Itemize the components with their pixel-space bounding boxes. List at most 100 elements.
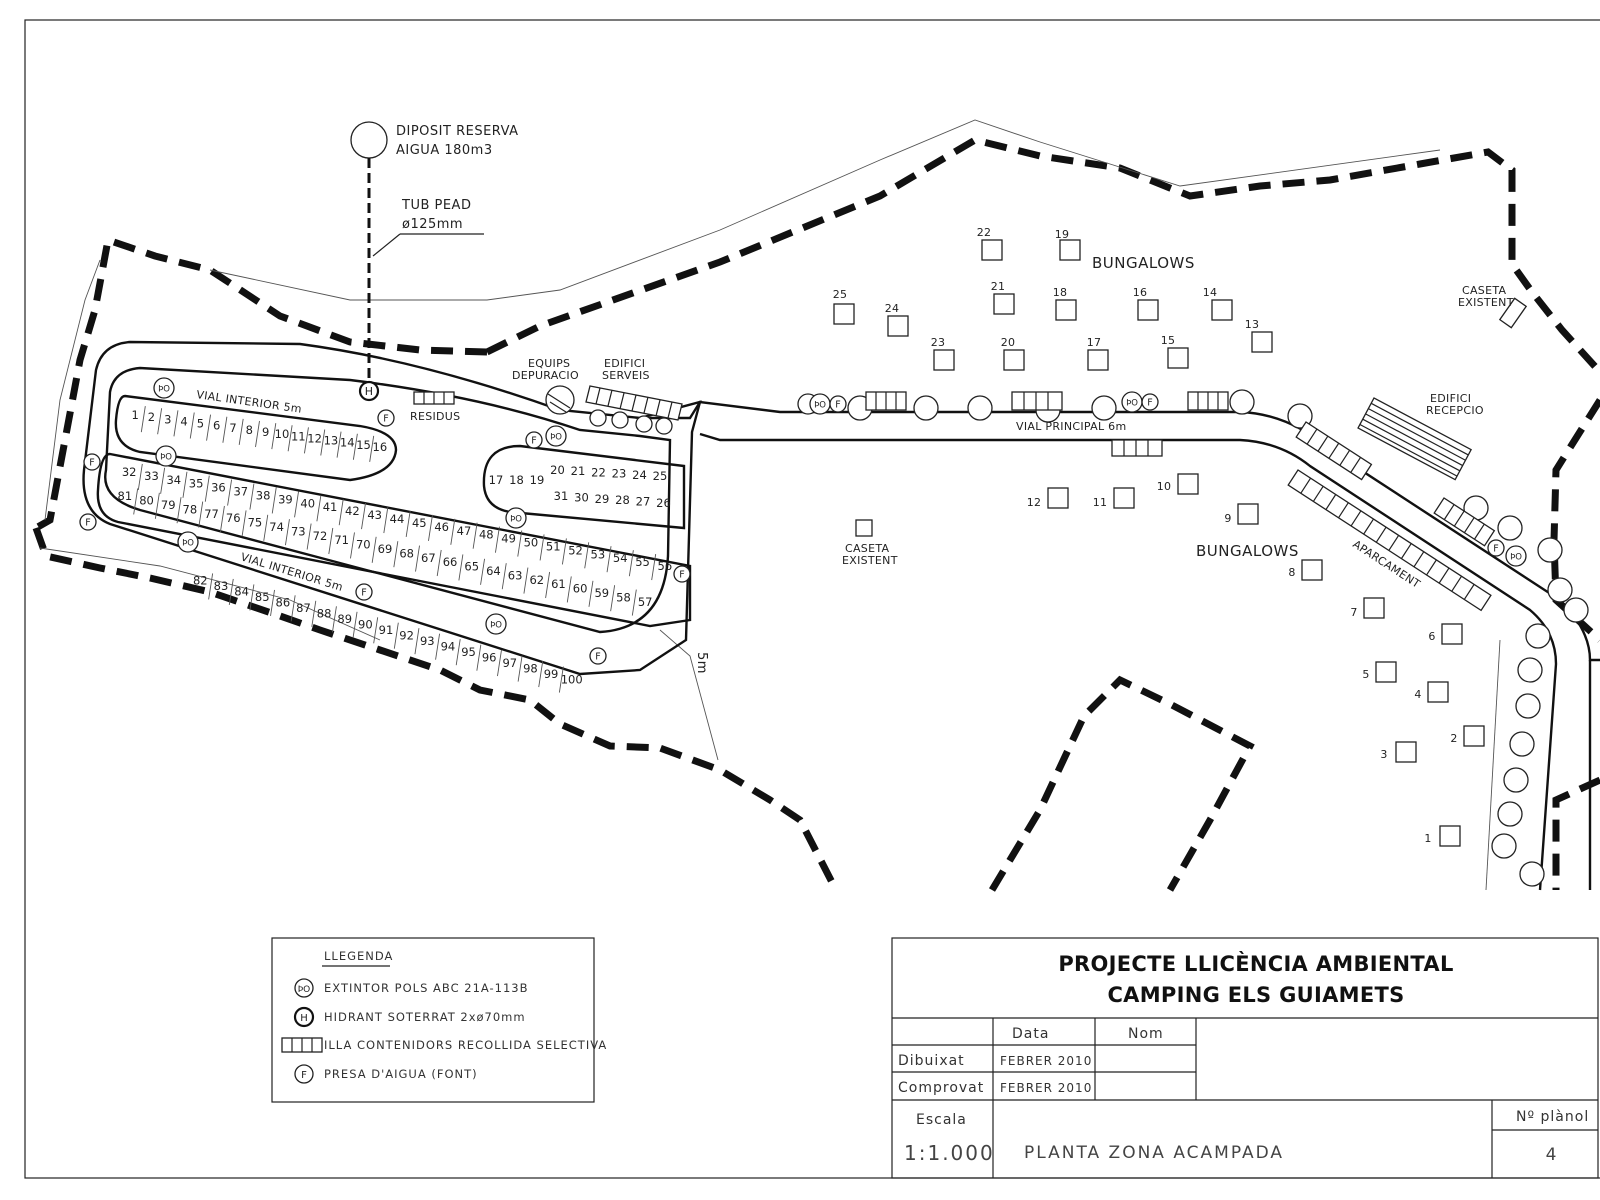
- pitch-divider: [494, 526, 500, 553]
- pitch-number: 87: [296, 601, 311, 615]
- bungalow-number: 18: [1053, 286, 1068, 299]
- pitch-number: 56: [658, 559, 673, 573]
- pitch-divider: [222, 416, 228, 443]
- pitch-number: 95: [461, 645, 476, 659]
- pitch-divider: [328, 527, 334, 555]
- legend-title: LLEGENDA: [324, 949, 393, 963]
- bungalow-plot: [1137, 299, 1159, 321]
- pitch-number: 40: [300, 496, 315, 510]
- pitch-number: 69: [378, 542, 393, 556]
- extinguisher-icon: ÞO: [1121, 391, 1143, 413]
- pitch-number: 2: [148, 410, 155, 424]
- pitch-number: 42: [345, 504, 360, 518]
- tree-icon: [1229, 389, 1255, 415]
- pitch-number: 85: [255, 590, 270, 604]
- bungalow-plot: [1177, 473, 1199, 495]
- label-existent-mid: EXISTENT: [842, 554, 898, 567]
- legend-tap-symbol: F: [301, 1070, 307, 1081]
- pitch-divider: [414, 628, 420, 655]
- pitch-divider: [331, 606, 337, 633]
- pitch-number: 80: [139, 494, 154, 508]
- pitch-divider: [284, 519, 290, 546]
- pitch-number: 26: [656, 496, 671, 510]
- extinguisher-icon: ÞO: [155, 445, 177, 467]
- bungalow-plot: [933, 349, 955, 371]
- tap-symbol: F: [383, 414, 388, 425]
- col-nom: Nom: [1128, 1026, 1164, 1042]
- bungalow-number: 20: [1001, 336, 1016, 349]
- pitch-number: 8: [246, 423, 253, 437]
- property-boundary-south: [32, 526, 840, 892]
- pitch-divider: [371, 536, 377, 563]
- container-island-icon: [1187, 391, 1229, 411]
- pitch-divider: [472, 522, 478, 549]
- pitch-divider: [606, 546, 612, 573]
- pitch-number: 47: [457, 524, 472, 538]
- hatch: [547, 393, 571, 409]
- pitch-number: 52: [568, 543, 583, 557]
- pitch-number: 71: [334, 533, 349, 547]
- pitch-number: 4: [180, 414, 187, 428]
- pitch-number: 99: [544, 667, 559, 681]
- label-bungalows-north: BUNGALOWS: [1092, 254, 1195, 272]
- label-depuracio: DEPURACIO: [512, 369, 579, 382]
- legend-hydrant-symbol: H: [300, 1013, 308, 1024]
- pitch-divider: [435, 633, 441, 660]
- pitch-divider: [415, 545, 420, 572]
- pitch-divider: [476, 644, 482, 671]
- pitch-number: 37: [233, 485, 248, 499]
- pitch-divider: [270, 589, 275, 616]
- tree-icon: [1503, 767, 1529, 793]
- pitch-number: 48: [479, 528, 494, 542]
- pitch-number: 68: [399, 546, 414, 560]
- pitch-number: 90: [358, 618, 373, 632]
- services-building: [585, 385, 683, 421]
- tap-symbol: F: [89, 458, 94, 469]
- contour-line: [1485, 639, 1501, 891]
- water-tap-icon: F: [1487, 539, 1505, 557]
- bungalow-number: 16: [1133, 286, 1148, 299]
- pitch-number: 65: [464, 560, 479, 574]
- bungalow-plot: [1375, 661, 1397, 683]
- pitch-number: 58: [616, 590, 631, 604]
- pitch-divider: [566, 576, 572, 603]
- pitch-divider: [369, 435, 375, 462]
- col-data: Data: [1012, 1026, 1049, 1042]
- pitch-number: 12: [307, 431, 322, 445]
- container-island-icon: [1011, 391, 1063, 411]
- water-tap-icon: F: [83, 453, 101, 471]
- pitch-number: 98: [523, 661, 538, 675]
- tree-icon: [1491, 833, 1517, 859]
- pitch-number: 41: [323, 500, 338, 514]
- pitch-divider: [154, 492, 160, 519]
- pitch-divider: [316, 495, 322, 522]
- pitch-divider: [238, 418, 244, 445]
- pitch-divider: [160, 467, 166, 494]
- pitch-divider: [501, 563, 507, 590]
- pitch-divider: [249, 483, 255, 510]
- extinguisher-icon: ÞO: [1505, 545, 1527, 567]
- property-boundary-east-lower: [1552, 776, 1600, 890]
- bungalow-number: 1: [1424, 832, 1431, 845]
- pitch-number: 32: [122, 465, 137, 479]
- property-boundary-south-east: [988, 675, 1255, 892]
- pitch-number: 83: [214, 579, 229, 593]
- pitch-number: 73: [291, 524, 306, 538]
- pitch-divider: [517, 655, 523, 682]
- water-tap-icon: F: [355, 583, 373, 601]
- bungalow-number: 7: [1350, 606, 1357, 619]
- pitch-divider: [306, 523, 312, 550]
- legend-item-1: EXTINTOR POLS ABC 21A-113B: [324, 981, 529, 995]
- bungalow-plot: [1211, 299, 1233, 321]
- pitch-divider: [517, 530, 523, 557]
- container-island-icon: [1111, 439, 1163, 457]
- extinguisher-icon: [294, 978, 314, 998]
- pitch-divider: [352, 611, 358, 638]
- bungalow-number: 6: [1428, 630, 1435, 643]
- pitch-divider: [320, 429, 326, 456]
- dimension-leader: [659, 629, 719, 761]
- tree-icon: [611, 411, 629, 429]
